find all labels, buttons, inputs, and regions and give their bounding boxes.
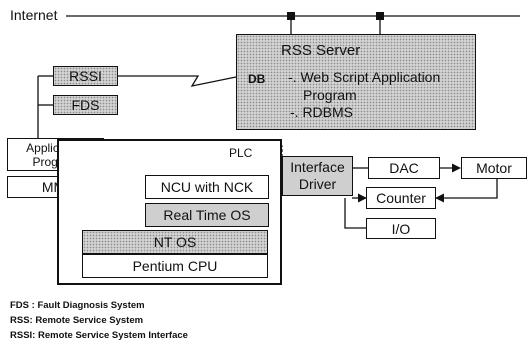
remote-link bbox=[118, 75, 237, 87]
plc-label: PLC bbox=[229, 146, 253, 160]
nt-os-box: NT OS bbox=[82, 230, 268, 254]
io-label: I/O bbox=[391, 220, 411, 237]
pentium-cpu-label: Pentium CPU bbox=[132, 258, 218, 274]
rssi-box: RSSI bbox=[53, 66, 118, 86]
legend-rss: RSS: Remote Service System bbox=[10, 315, 144, 326]
io-box: I/O bbox=[366, 218, 436, 239]
motor-box: Motor bbox=[461, 157, 527, 179]
ncu-box: NCU with NCK bbox=[145, 175, 269, 199]
rss-server-box bbox=[236, 34, 476, 130]
server-item-rdbms: -. RDBMS bbox=[290, 104, 353, 120]
realtime-os-label: Real Time OS bbox=[163, 207, 251, 223]
ncu-label: NCU with NCK bbox=[160, 179, 254, 195]
counter-box: Counter bbox=[366, 187, 436, 209]
interface-driver-line2: Driver bbox=[298, 176, 337, 192]
driver-to-io bbox=[344, 198, 366, 229]
internet-label: Internet bbox=[10, 7, 58, 23]
counter-label: Counter bbox=[376, 190, 426, 206]
fds-label: FDS bbox=[71, 97, 100, 113]
motor-to-counter bbox=[435, 179, 498, 203]
dac-box: DAC bbox=[368, 157, 440, 179]
nt-os-label: NT OS bbox=[153, 234, 197, 250]
legend-rssi: RSSI: Remote Service System Interface bbox=[10, 330, 188, 341]
interface-driver-line1: Interface bbox=[290, 159, 345, 175]
server-item-web-script: -. Web Script Application bbox=[288, 69, 441, 85]
dac-label: DAC bbox=[389, 160, 419, 176]
motor-label: Motor bbox=[476, 160, 512, 176]
pentium-cpu-box: Pentium CPU bbox=[82, 254, 268, 278]
interface-driver-box: Interface Driver bbox=[282, 156, 353, 196]
fds-box: FDS bbox=[53, 95, 118, 115]
legend-fds: FDS : Fault Diagnosis System bbox=[10, 300, 145, 311]
db-label: DB bbox=[248, 72, 266, 86]
rss-server-title: RSS Server bbox=[281, 42, 361, 59]
rssi-label: RSSI bbox=[69, 68, 102, 84]
server-item-program: Program bbox=[303, 87, 357, 103]
realtime-os-box: Real Time OS bbox=[145, 203, 269, 227]
